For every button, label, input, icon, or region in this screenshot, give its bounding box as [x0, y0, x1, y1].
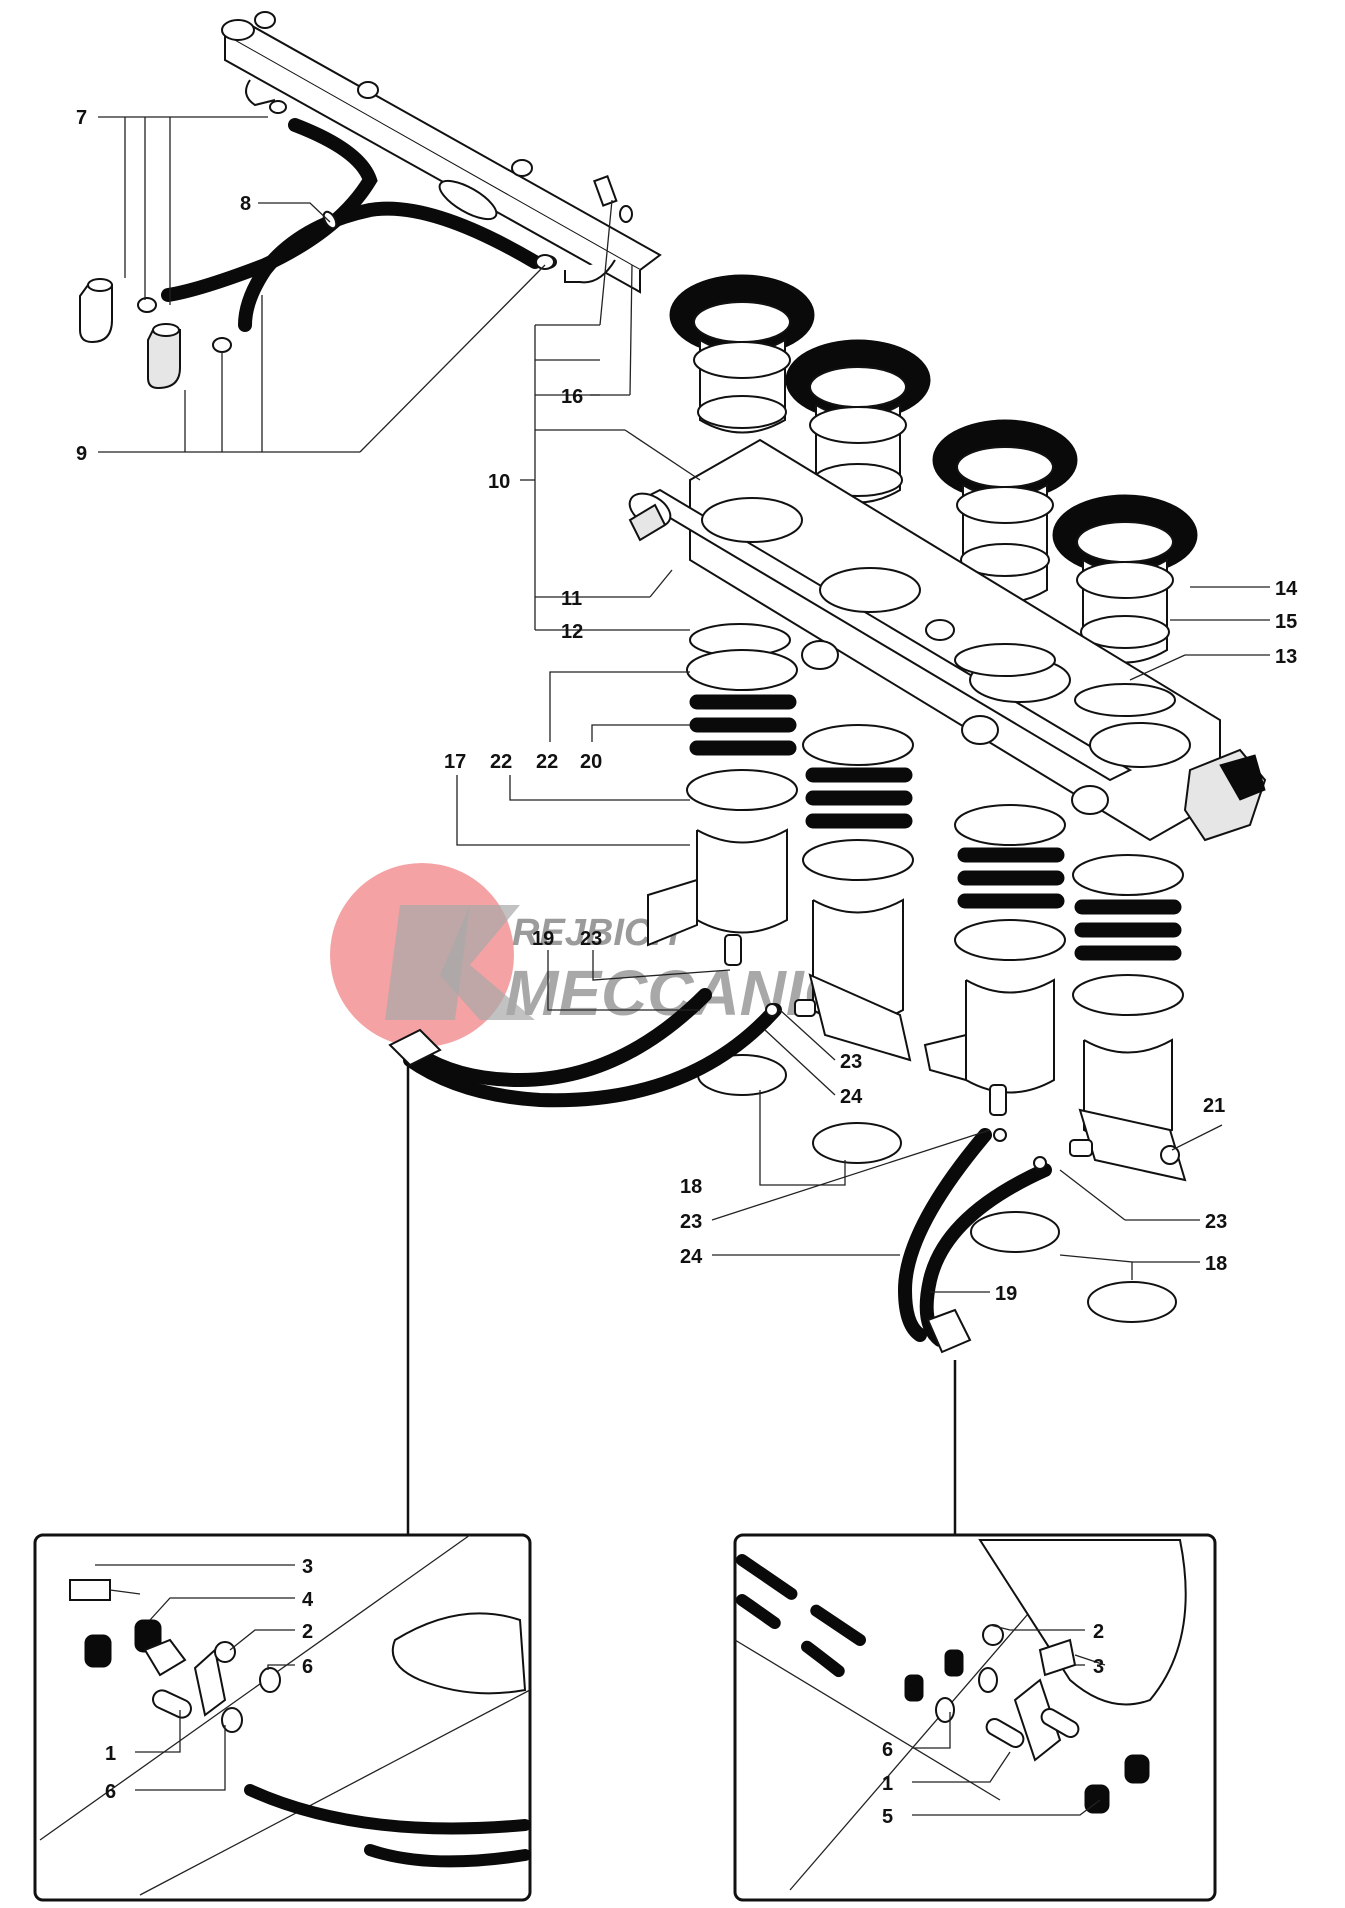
callout-18-b: 18	[1205, 1253, 1227, 1275]
callout-7: 7	[76, 107, 87, 129]
callout-16: 16	[561, 386, 583, 408]
stack-body-3	[956, 483, 1054, 604]
detail-left-callout-6-a: 6	[302, 1656, 313, 1678]
leader-lines	[95, 116, 1270, 1816]
detail-left-callout-4: 4	[302, 1589, 314, 1611]
rubber-sleeves	[686, 649, 1184, 1016]
callout-17: 17	[444, 751, 466, 773]
throttle-bodies	[628, 274, 1267, 1323]
fuel-rail-assembly	[221, 11, 662, 294]
callout-13: 13	[1275, 646, 1297, 668]
fuel-hoses-top	[79, 118, 555, 390]
callout-22-a: 22	[490, 751, 512, 773]
callout-22-b: 22	[536, 751, 558, 773]
detail-right-callout-6: 6	[882, 1739, 893, 1761]
callout-19-a: 19	[532, 928, 554, 950]
detail-left-callout-3: 3	[302, 1556, 313, 1578]
callout-10: 10	[488, 471, 510, 493]
detail-right-callout-3: 3	[1093, 1656, 1104, 1678]
callout-23-a: 23	[580, 928, 602, 950]
callout-20: 20	[580, 751, 602, 773]
callout-12: 12	[561, 621, 583, 643]
callout-15: 15	[1275, 611, 1297, 633]
callout-18-a: 18	[680, 1176, 702, 1198]
callout-labels: 7 8 9 10 16 11 12 14 15 13 17 22 22 20 1…	[76, 107, 1298, 1828]
detail-left-callout-1: 1	[105, 1743, 116, 1765]
callout-23-b: 23	[840, 1051, 862, 1073]
detail-right-callout-2: 2	[1093, 1621, 1104, 1643]
intake-runners	[647, 828, 1187, 1182]
callout-8: 8	[240, 193, 251, 215]
detail-right-callout-1: 1	[882, 1773, 893, 1795]
vacuum-hoses	[388, 988, 1052, 1354]
callout-24-a: 24	[840, 1086, 863, 1108]
detail-left-callout-6-b: 6	[105, 1781, 116, 1803]
callout-23-d: 23	[1205, 1211, 1227, 1233]
detail-box-left	[33, 1533, 532, 1902]
detail-right-callout-5: 5	[882, 1806, 893, 1828]
watermark-logo: REJBICH MECCANICA	[330, 863, 896, 1047]
detail-left-callout-2: 2	[302, 1621, 313, 1643]
o-rings	[697, 1054, 1177, 1323]
callout-21: 21	[1203, 1095, 1225, 1117]
callout-24-b: 24	[680, 1246, 703, 1268]
detail-box-right	[733, 1533, 1217, 1902]
stack-body-1	[693, 338, 791, 434]
callout-23-c: 23	[680, 1211, 702, 1233]
callout-11: 11	[561, 588, 582, 610]
callout-9: 9	[76, 443, 87, 465]
callout-14: 14	[1275, 578, 1298, 600]
callout-19-b: 19	[995, 1283, 1017, 1305]
